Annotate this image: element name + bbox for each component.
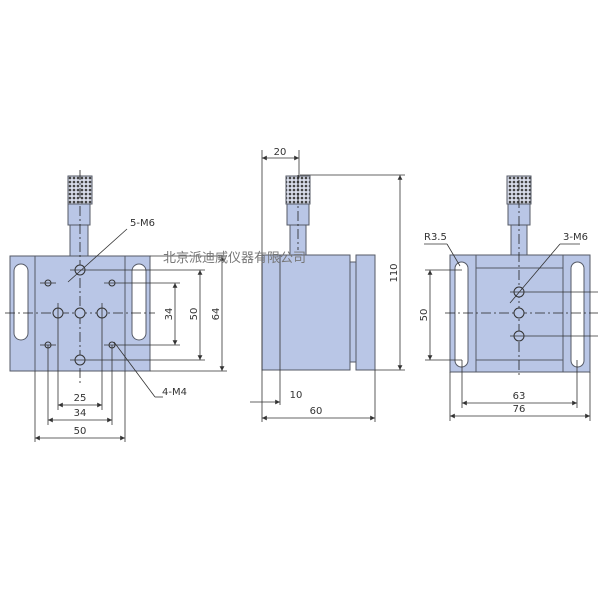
dim-76: 76 — [513, 404, 526, 415]
dim-50: 50 — [74, 426, 87, 437]
dim-20: 20 — [274, 147, 287, 158]
label-5-m6: 5-M6 — [130, 218, 155, 229]
micrometer-head — [67, 175, 93, 257]
mounting-slot — [454, 261, 469, 368]
watermark: 北京派迪威仪器有限公司 — [163, 251, 306, 266]
side-view: 20 110 10 60 — [250, 147, 405, 422]
mounting-slot — [570, 261, 585, 368]
label-4-m4: 4-M4 — [162, 387, 187, 398]
dim-110: 110 — [389, 263, 400, 282]
dim-25: 25 — [74, 393, 87, 404]
back-view: 50 63 76 R3.5 3-M6 — [419, 175, 598, 421]
dim-10: 10 — [290, 390, 303, 401]
dim-34: 34 — [74, 408, 87, 419]
stage-body — [261, 254, 351, 371]
label-3-m6: 3-M6 — [563, 232, 588, 243]
dim-50-vertical: 50 — [189, 308, 200, 321]
dim-50-vertical: 50 — [419, 309, 430, 322]
mounting-slot — [131, 263, 147, 341]
front-view: 34 50 64 25 34 50 5-M6 4-M4 — [5, 170, 227, 442]
dim-63: 63 — [513, 391, 526, 402]
m6-holes — [513, 286, 525, 342]
dim-34-vertical: 34 — [164, 308, 175, 321]
side-plate — [355, 254, 376, 371]
label-r3-5: R3.5 — [424, 232, 447, 243]
dim-60: 60 — [310, 406, 323, 417]
dim-64-vertical: 64 — [211, 308, 222, 321]
mounting-slot — [13, 263, 29, 341]
